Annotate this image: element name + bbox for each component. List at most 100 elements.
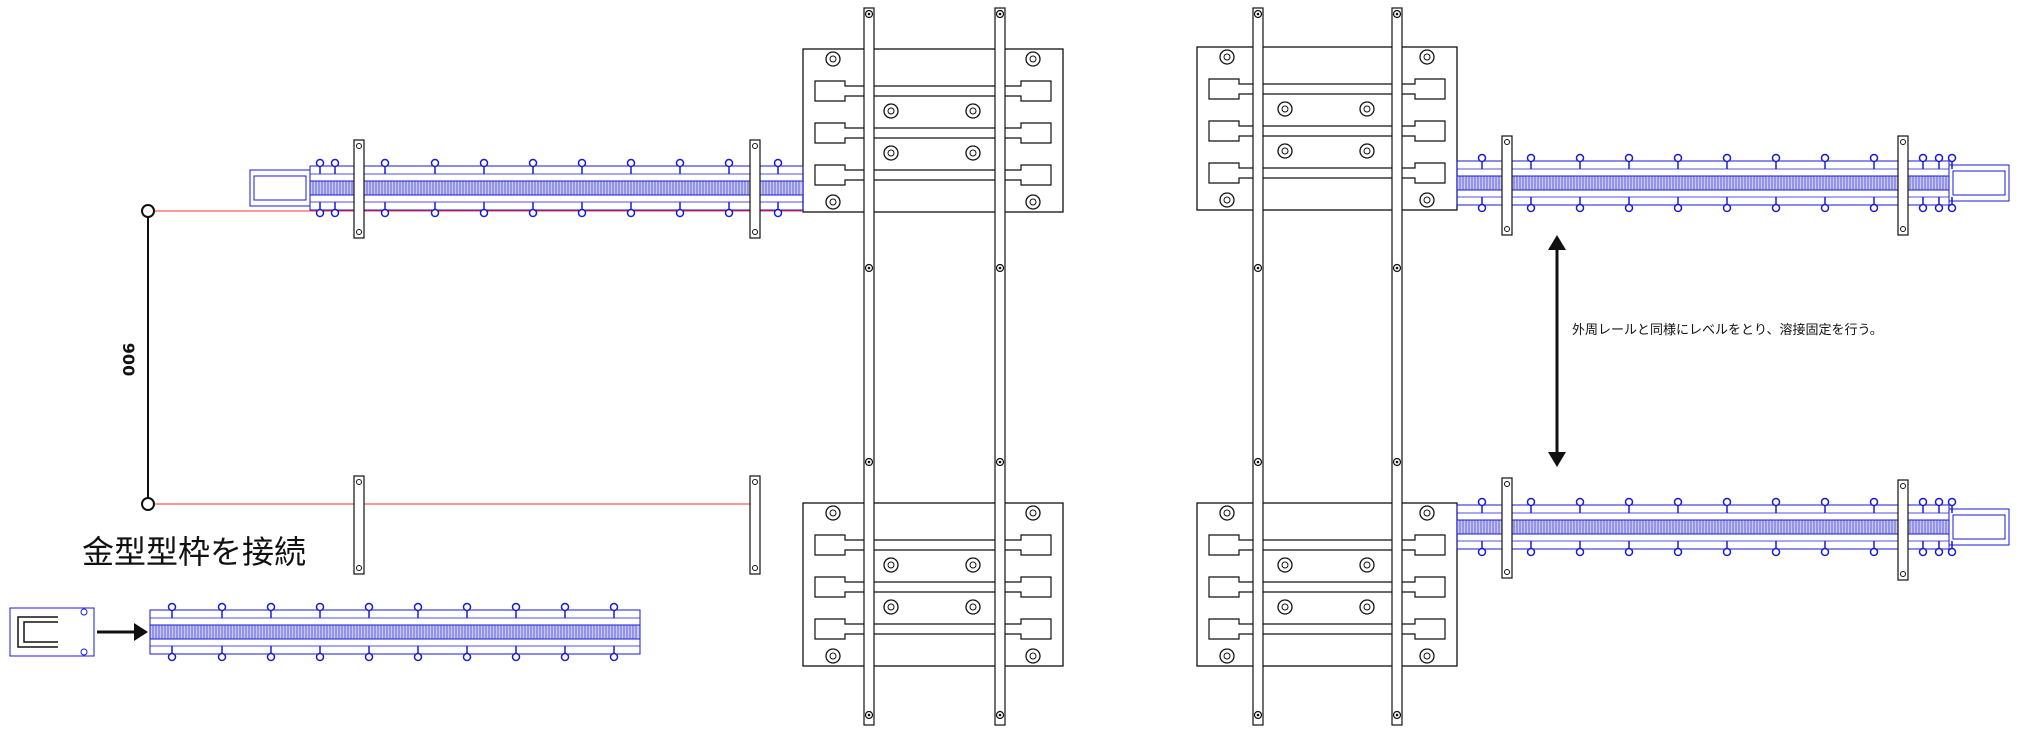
inner-bolt-inner — [887, 603, 895, 611]
rail-pin — [1477, 203, 1487, 213]
right-post-1 — [1252, 7, 1264, 726]
post-bolt-dot — [867, 713, 871, 717]
rail-end-box — [249, 169, 311, 207]
clamp-bar — [749, 475, 761, 575]
inner-bolt — [1359, 143, 1375, 159]
clamp-bolt — [752, 143, 758, 149]
rail-pin — [675, 208, 685, 218]
rail-pin — [1722, 153, 1732, 163]
corner-bolt-inner — [1223, 509, 1231, 517]
rail-pin — [1820, 547, 1830, 557]
inner-bolt-inner — [887, 561, 895, 569]
post-bolt-dot — [1256, 713, 1260, 717]
rail-pin — [364, 602, 374, 612]
corner-bolt — [1219, 505, 1235, 521]
rail-pin — [1869, 497, 1879, 507]
rail-pin — [315, 602, 325, 612]
post-bolt-dot — [867, 12, 871, 16]
rail-pin — [1477, 497, 1487, 507]
rail-pin — [364, 652, 374, 662]
clamp-bolt — [356, 229, 362, 235]
rail-pin — [430, 208, 440, 218]
inner-bolt — [1277, 143, 1293, 159]
loose-rail-end-bracket — [17, 616, 58, 648]
rail-pin — [1771, 547, 1781, 557]
rail-pin — [560, 652, 570, 662]
loose-rail-hole — [80, 648, 88, 656]
rail-pin — [1526, 547, 1536, 557]
corner-bolt-inner — [829, 652, 837, 660]
rail-pin — [1624, 153, 1634, 163]
left-top-plate — [802, 48, 1064, 213]
inner-bolt — [883, 599, 899, 615]
clamp-bolt — [752, 229, 758, 235]
rail-pin — [1575, 547, 1585, 557]
connect-formwork-label: 金型型枠を接続 — [82, 533, 307, 571]
clamp-bolt — [356, 479, 362, 485]
rail-pin — [528, 158, 538, 168]
inner-bolt — [883, 145, 899, 161]
rail-pin — [266, 652, 276, 662]
rail-pin — [315, 208, 325, 218]
rail-pin — [1771, 203, 1781, 213]
post-bolt-dot — [998, 266, 1002, 270]
post-bolt-dot — [1395, 460, 1399, 464]
rail-pin — [1575, 153, 1585, 163]
rail-pin — [1771, 153, 1781, 163]
rail-pin — [1918, 203, 1928, 213]
post-bolt-dot — [1395, 713, 1399, 717]
left-post-1 — [863, 7, 875, 726]
rail-pin — [479, 158, 489, 168]
plate-slot — [1208, 78, 1446, 100]
rail-pin — [1624, 203, 1634, 213]
rail-end-box — [1948, 508, 2010, 546]
rail-pin — [1918, 547, 1928, 557]
plate-slot — [814, 618, 1052, 640]
rail-pin — [1526, 497, 1536, 507]
inner-bolt-inner — [1363, 147, 1371, 155]
plate-slot — [814, 534, 1052, 556]
inner-bolt-inner — [1281, 147, 1289, 155]
rail-pin — [1869, 153, 1879, 163]
loose-rail-end-box — [9, 607, 95, 657]
corner-bolt — [1219, 648, 1235, 664]
rail-pin — [1673, 153, 1683, 163]
corner-bolt — [1025, 648, 1041, 664]
rail-pin — [1947, 497, 1957, 507]
rail-pin — [1947, 547, 1957, 557]
corner-bolt-inner — [1423, 509, 1431, 517]
corner-bolt-inner — [1029, 198, 1037, 206]
rail-pin — [609, 652, 619, 662]
rail-pin — [609, 602, 619, 612]
corner-bolt — [1419, 49, 1435, 65]
rail-pin — [1820, 203, 1830, 213]
plate-slot — [1208, 162, 1446, 184]
corner-bolt-inner — [1029, 652, 1037, 660]
rail-pin — [1869, 203, 1879, 213]
left-post-2 — [994, 7, 1006, 726]
inner-bolt — [965, 599, 981, 615]
clamp-bolt — [1900, 139, 1906, 145]
corner-bolt-inner — [829, 55, 837, 63]
left-bottom-plate — [802, 502, 1064, 667]
inner-bolt-inner — [1281, 105, 1289, 113]
inner-bolt-inner — [1363, 105, 1371, 113]
rail-pin — [1722, 497, 1732, 507]
rail-pin — [724, 158, 734, 168]
inner-bolt — [1359, 557, 1375, 573]
plate-slot — [814, 80, 1052, 102]
rail-pin — [626, 158, 636, 168]
rail-pin — [511, 602, 521, 612]
inner-bolt — [1277, 599, 1293, 615]
rail-pin — [266, 602, 276, 612]
corner-bolt-inner — [829, 509, 837, 517]
corner-bolt — [1419, 648, 1435, 664]
rail-pin — [1673, 203, 1683, 213]
rail-pin — [1477, 547, 1487, 557]
inner-bolt-inner — [887, 107, 895, 115]
rail-pin — [167, 602, 177, 612]
inner-bolt — [1277, 557, 1293, 573]
rail-pin — [330, 158, 340, 168]
rail-end-box-inner — [1952, 514, 2006, 540]
